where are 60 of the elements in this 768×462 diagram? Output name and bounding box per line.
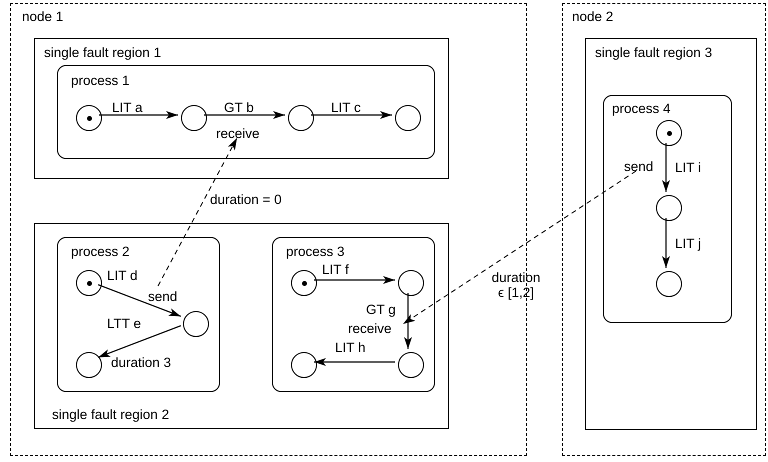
edge-label: LIT d: [107, 268, 138, 283]
state-circle: [288, 105, 314, 131]
region-title: single fault region 2: [52, 407, 170, 422]
edge-label: LIT c: [331, 100, 361, 115]
edge-label: LIT j: [675, 236, 702, 251]
state-label: send: [148, 289, 188, 304]
arrow: [98, 284, 182, 317]
arrow: [158, 138, 238, 286]
process-title: process 1: [71, 73, 130, 88]
node-title: node 2: [572, 9, 614, 24]
state-label: receive: [216, 126, 272, 141]
node-title: node 1: [22, 9, 64, 24]
process-title: process 4: [612, 101, 671, 116]
edge-label: LIT i: [675, 160, 702, 175]
process-title: process 2: [71, 244, 130, 259]
arrow: [314, 358, 395, 366]
process-box: [272, 237, 435, 392]
edge-label: duration ϵ [1,2]: [490, 270, 542, 300]
arrow: [662, 218, 670, 268]
region-box: [34, 223, 449, 429]
process-box: [603, 95, 732, 323]
edge-label: LIT f: [322, 262, 349, 277]
state-circle: [398, 352, 424, 378]
edge-label: duration = 0: [210, 192, 282, 207]
state-label: receive: [348, 321, 406, 336]
region-title: single fault region 1: [44, 45, 162, 60]
arrow: [99, 111, 178, 119]
initial-state-circle: [291, 270, 317, 296]
arrow: [404, 293, 412, 349]
arrow: [204, 111, 285, 119]
state-circle: [656, 195, 682, 221]
arrow: [662, 143, 670, 192]
region-title: single fault region 3: [595, 45, 712, 60]
initial-state-circle: [76, 105, 102, 131]
state-circle: [398, 270, 424, 296]
initial-state-circle: [76, 270, 102, 296]
edge-label: GT b: [224, 100, 254, 115]
edge-label: LIT a: [112, 100, 143, 115]
state-circle: [291, 352, 317, 378]
arrow: [402, 170, 636, 324]
initial-state-circle: [656, 120, 682, 146]
arrow: [98, 325, 182, 358]
edge-label: LTT e: [107, 316, 142, 331]
edge-label: GT g: [366, 302, 396, 317]
process-box: [57, 65, 435, 159]
state-circle: [76, 352, 102, 378]
state-circle: [181, 105, 207, 131]
region-box: [34, 38, 449, 179]
edge-label: LIT h: [335, 340, 366, 355]
process-title: process 3: [286, 244, 345, 259]
state-circle: [656, 271, 682, 297]
state-label: send: [624, 159, 664, 174]
arrow: [314, 276, 395, 284]
process-box: [57, 237, 220, 392]
duration-note: duration 3: [111, 355, 172, 370]
node-box: [562, 3, 766, 456]
arrow: [311, 111, 392, 119]
state-circle: [183, 311, 209, 337]
region-box: [585, 38, 757, 430]
state-circle: [395, 105, 421, 131]
